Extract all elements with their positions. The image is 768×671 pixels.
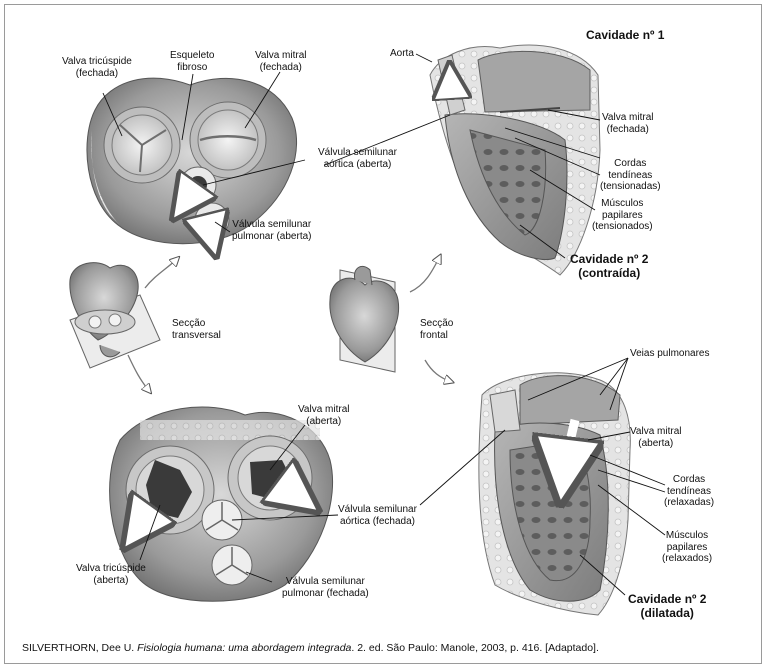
source-title: Fisiologia humana: uma abordagem integra…: [137, 642, 352, 654]
source-details: . 2. ed. São Paulo: Manole, 2003, p. 416…: [351, 642, 599, 654]
label-cavidade-1: Cavidade nº 1: [586, 28, 665, 42]
label-aorta: Aorta: [390, 48, 414, 59]
label-valva-mitral-fechada-frontal: Valva mitral(fechada): [602, 112, 654, 135]
transversal-section-top: [86, 77, 298, 248]
label-valva-mitral-aberta-frontal: Valva mitral(aberta): [630, 426, 682, 449]
label-cavidade-2-contraida: Cavidade nº 2(contraída): [570, 252, 649, 280]
frontal-plane-heart: [329, 256, 452, 382]
frontal-section-bottom: [478, 372, 631, 616]
transversal-section-bottom: [109, 406, 334, 602]
transversal-plane-heart: [69, 258, 178, 392]
label-valva-mitral-aberta-transversal: Valva mitral(aberta): [298, 404, 350, 427]
source-author: SILVERTHORN, Dee U.: [22, 642, 135, 654]
label-cavidade-2-dilatada: Cavidade nº 2(dilatada): [628, 592, 707, 620]
label-veias-pulmonares: Veias pulmonares: [630, 348, 710, 359]
label-valva-tricuspide-fechada: Valva tricúspide(fechada): [62, 56, 132, 79]
label-valva-mitral-fechada-transversal: Valva mitral(fechada): [255, 50, 307, 73]
label-valva-tricuspide-aberta: Valva tricúspide(aberta): [76, 563, 146, 586]
frontal-section-top: [430, 44, 601, 276]
leader-lines: [102, 53, 666, 596]
source-citation: SILVERTHORN, Dee U. Fisiologia humana: u…: [22, 642, 599, 654]
